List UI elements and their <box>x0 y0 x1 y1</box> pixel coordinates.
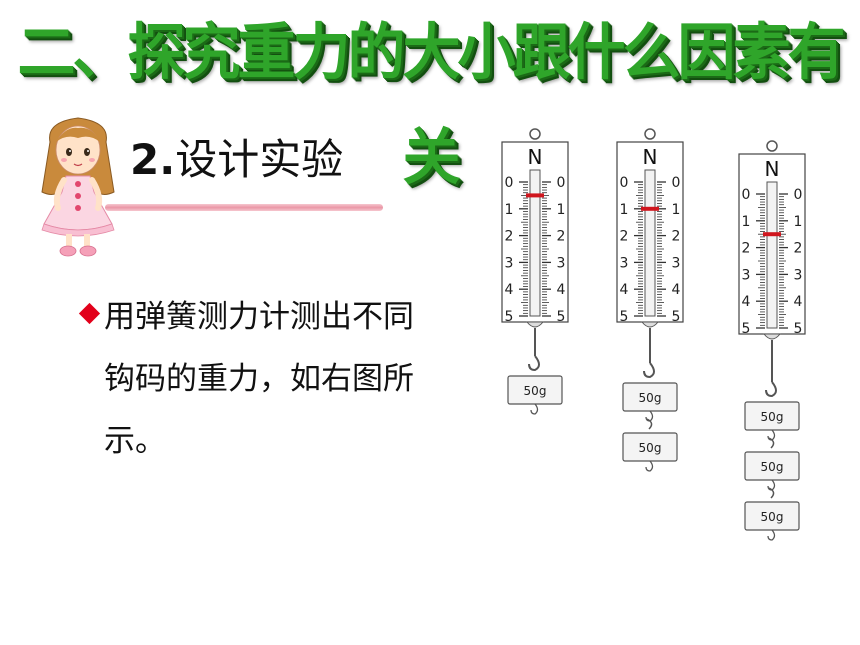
weight-hook <box>768 487 775 499</box>
scale-label-right: 2 <box>672 229 681 245</box>
bullet-text: 用弹簧测力计测出不同钩码的重力，如右图所示。 <box>104 299 414 459</box>
scale-label-left: 3 <box>620 255 629 271</box>
scale-bottom-knob <box>640 321 660 328</box>
weight-bottom-hook <box>767 529 776 541</box>
scale-pointer <box>763 232 781 237</box>
section-title: 设计实验 <box>175 135 344 184</box>
scale-label-left: 3 <box>742 267 751 283</box>
scale-label-right: 3 <box>672 255 681 271</box>
scale-label-left: 4 <box>620 282 629 298</box>
section-heading: 2.设计实验 <box>130 132 343 188</box>
scale-label-left: 1 <box>742 214 751 230</box>
spring-scale-3: N0 0 1 1 2 2 3 3 4 4 5 5 50g 50g 50g <box>738 140 806 541</box>
scale-label-left: 2 <box>742 241 751 257</box>
scale-pointer <box>526 193 544 198</box>
weight-hook <box>768 437 775 449</box>
scale-label-left: 3 <box>505 255 514 271</box>
scale-unit-label: N <box>643 145 658 169</box>
scale-label-right: 0 <box>794 187 803 203</box>
scale-label-right: 2 <box>557 229 566 245</box>
scale-label-right: 1 <box>794 214 803 230</box>
scale-hook <box>643 362 655 379</box>
weight-label: 50g <box>761 460 784 474</box>
scale-label-right: 4 <box>672 282 681 298</box>
scale-label-left: 5 <box>620 309 629 325</box>
scale-label-right: 3 <box>557 255 566 271</box>
scale-label-left: 2 <box>505 229 514 245</box>
scale-label-left: 4 <box>505 282 514 298</box>
weight-label: 50g <box>639 441 662 455</box>
scale-ring <box>529 128 541 140</box>
scale-label-left: 5 <box>505 309 514 325</box>
scale-label-right: 4 <box>557 282 566 298</box>
scale-unit-label: N <box>528 145 543 169</box>
scale-label-left: 5 <box>742 321 751 337</box>
scale-label-right: 1 <box>672 202 681 218</box>
scale-label-left: 1 <box>620 202 629 218</box>
scale-bottom-knob <box>762 333 782 340</box>
scale-label-left: 0 <box>505 175 514 191</box>
scale-label-right: 5 <box>794 321 803 337</box>
scale-label-left: 4 <box>742 294 751 310</box>
scale-unit-label: N <box>765 157 780 181</box>
weight-hook <box>646 418 653 430</box>
weight-label: 50g <box>524 384 547 398</box>
scale-hook <box>765 381 777 398</box>
scale-hook <box>528 355 540 372</box>
section-number: 2. <box>130 135 176 184</box>
scale-label-right: 2 <box>794 241 803 257</box>
weight-bottom-hook <box>645 460 654 472</box>
weight-label: 50g <box>639 391 662 405</box>
scale-bottom-knob <box>525 321 545 328</box>
slide-title: 二、探究重力的大小跟什么因素有关 <box>17 16 845 193</box>
scale-label-right: 0 <box>557 175 566 191</box>
scale-label-left: 2 <box>620 229 629 245</box>
scale-ring <box>766 140 778 152</box>
scale-label-right: 1 <box>557 202 566 218</box>
scale-label-right: 5 <box>557 309 566 325</box>
weight-label: 50g <box>761 510 784 524</box>
scale-ring <box>644 128 656 140</box>
scale-pointer <box>641 206 659 211</box>
weight-bottom-hook <box>530 403 539 415</box>
spring-scale-1: N0 0 1 1 2 2 3 3 4 4 5 5 50g <box>501 128 569 415</box>
scale-label-left: 0 <box>620 175 629 191</box>
weight-label: 50g <box>761 410 784 424</box>
scale-label-right: 0 <box>672 175 681 191</box>
scale-tube <box>766 181 778 329</box>
scale-tube <box>529 169 541 317</box>
spring-scale-2: N0 0 1 1 2 2 3 3 4 4 5 5 50g 50g <box>616 128 684 472</box>
cartoon-girl-icon <box>41 117 115 257</box>
scale-tube <box>644 169 656 317</box>
scale-label-right: 4 <box>794 294 803 310</box>
scale-label-left: 0 <box>742 187 751 203</box>
scale-label-right: 3 <box>794 267 803 283</box>
scale-label-left: 1 <box>505 202 514 218</box>
diamond-bullet-icon <box>78 302 101 325</box>
heading-underline <box>105 204 383 211</box>
scale-label-right: 5 <box>672 309 681 325</box>
